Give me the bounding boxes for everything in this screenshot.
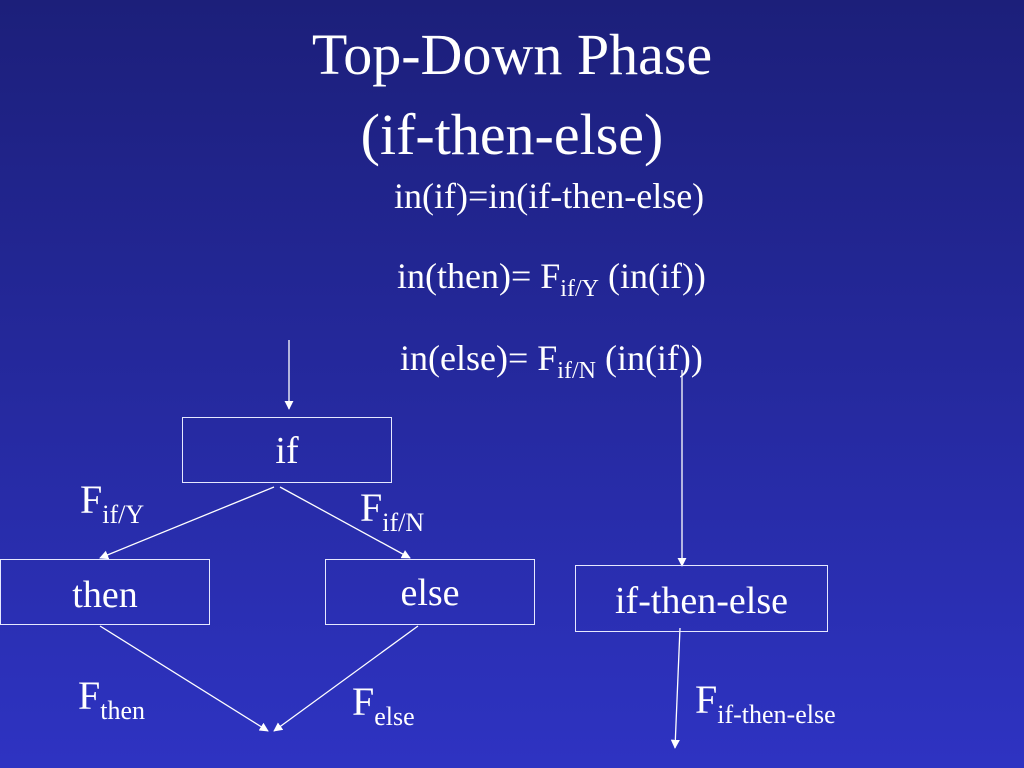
if-then-else-box: if-then-else [575,565,828,632]
slide-title-line2: (if-then-else) [360,102,664,167]
equation-in-else-suffix: (in(if)) [595,338,703,378]
then-box-label: then [72,574,138,616]
equation-in-if: in(if)=in(if-then-else) [394,176,705,216]
label-f-else-base: F [352,679,375,724]
label-f-else-subscript: else [374,702,415,731]
equation-in-then-subscript: if/Y [560,276,599,302]
then-box: then [0,559,210,625]
label-f-if-y: Fif/Y [80,477,144,528]
label-f-then-subscript: then [100,696,146,725]
label-f-then: Fthen [78,673,145,724]
slide-title-line1: Top-Down Phase [311,22,713,87]
equation-in-else: in(else)= Fif/N (in(if)) [400,338,703,383]
if-box: if [182,417,392,483]
exit-arrow-ite [670,627,681,749]
label-f-if-y-base: F [80,477,103,522]
equation-in-then: in(then)= Fif/Y (in(if)) [397,256,706,301]
if-box-label: if [275,430,299,472]
label-f-if-y-subscript: if/Y [102,500,145,529]
if-then-else-box-label: if-then-else [614,580,789,622]
label-f-if-n: Fif/N [360,485,424,536]
label-f-if-n-subscript: if/N [382,508,425,537]
else-box-label: else [400,572,460,614]
label-f-else: Felse [352,679,415,730]
label-f-if-n-base: F [360,485,383,530]
label-f-if-then-else-subscript: if-then-else [717,700,836,729]
equation-in-then-prefix: in(then)= F [397,256,561,296]
equation-in-else-prefix: in(else)= F [400,338,558,378]
label-f-if-then-else-base: F [695,677,718,722]
label-f-if-then-else: Fif-then-else [695,677,836,728]
label-f-then-base: F [78,673,101,718]
equation-in-then-suffix: (in(if)) [598,256,706,296]
equation-in-else-subscript: if/N [557,358,596,384]
else-box: else [325,559,535,625]
